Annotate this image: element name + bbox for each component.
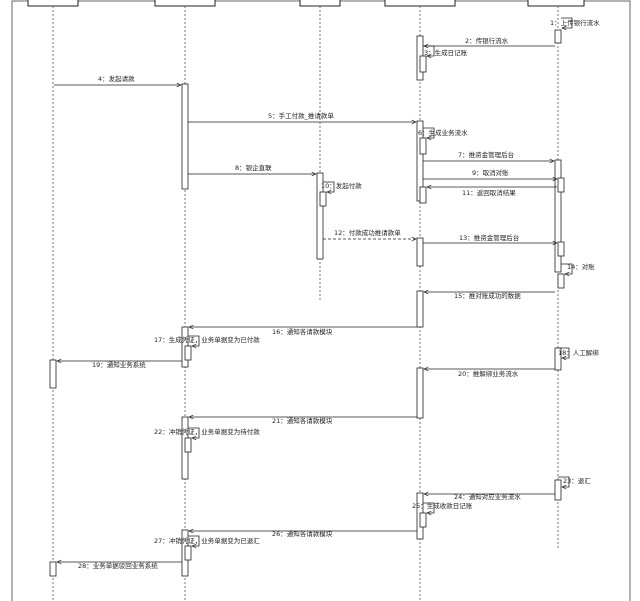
self-message-6 [423,127,435,138]
lifeline-header [527,0,585,7]
self-message-3 [423,45,435,56]
activation-bar [557,241,565,257]
self-message-25 [423,502,435,513]
lifeline-header [27,0,79,7]
message-label-12: 12：付款成功推请款单 [334,228,401,237]
message-label-28: 28：业务单据驳回业务系统 [78,561,158,570]
activation-bar [554,479,562,501]
message-label-25: 25：生成收款日记账 [412,501,473,510]
lifeline-header [154,0,216,7]
activation-bar [184,345,192,361]
self-messages [188,17,573,546]
self-message-17 [188,335,200,346]
activation-bar [416,237,424,267]
self-message-18 [558,347,570,358]
message-label-1: 1：上传银行流水 [550,18,600,27]
message-label-26: 26：通知各请款模块 [272,529,333,538]
message-label-17: 17：生成凭证，业务单据变为已付款 [154,335,260,344]
lifeline-header [299,0,341,7]
activation-bar [557,177,565,193]
message-label-18: 18：人工解绑 [558,348,599,357]
activation-bar [416,367,424,419]
message-label-20: 20：推解绑业务流水 [458,369,519,378]
message-label-7: 7：推资金管理后台 [458,150,514,159]
lifeline-business-system [27,0,79,601]
message-label-22: 22：冲销凭证，业务单据变为待付款 [154,427,260,436]
message-label-11: 11：返回取消结果 [462,188,516,197]
self-message-10 [323,181,335,192]
message-label-6: 6：生成业务流水 [418,128,468,137]
message-label-15: 15：推对账成功的数据 [454,291,521,300]
message-labels: 1：上传银行流水 2：传银行流水 3：生成日记账 4：发起请款 5：手工付款_推… [78,18,600,570]
activation-bar [554,159,562,273]
message-label-24: 24：通知对应业务流水 [454,492,521,501]
lifeline-payment-module [154,0,216,601]
self-message-23 [558,476,570,487]
message-label-2: 2：传银行流水 [465,36,509,45]
message-label-4: 4：发起请款 [98,74,135,83]
self-message-27 [188,535,200,546]
message-label-14: 14：对账 [567,262,595,271]
message-label-9: 9：取消对账 [472,168,509,177]
self-message-1 [561,17,573,28]
message-label-8: 8：银企直联 [235,163,272,172]
message-label-23: 23：退汇 [563,476,591,485]
messages [54,46,557,562]
activation-bar [49,561,57,577]
diagram-frame [11,0,631,601]
activation-bar [557,273,565,289]
activation-bar [184,437,192,453]
activation-bar [419,512,427,528]
lifeline-fund-backend [527,0,585,548]
message-label-16: 16：通知各请款模块 [272,327,333,336]
activation-bar [554,29,562,44]
message-label-10: 10：发起付款 [321,181,362,190]
lifeline-header [384,0,456,7]
message-label-5: 5：手工付款_推请款单 [268,111,334,120]
self-message-14 [561,263,573,274]
activation-bar [419,137,427,155]
activation-bar [181,83,189,190]
message-label-19: 19：通知业务系统 [92,360,146,369]
activation-bar [49,359,57,389]
message-label-13: 13：推资金管理后台 [459,233,519,242]
activation-bar [419,55,427,73]
activation-bar [319,191,327,207]
activation-bar [316,172,324,260]
activation-bar [416,290,424,328]
message-label-21: 21：通知各请款模块 [272,416,333,425]
self-message-22 [188,427,200,438]
activation-bar [184,545,192,561]
message-label-3: 3：生成日记账 [424,48,468,57]
activation-bar [419,186,427,204]
message-label-27: 27：冲销凭证，业务单据变为已退汇 [154,536,260,545]
